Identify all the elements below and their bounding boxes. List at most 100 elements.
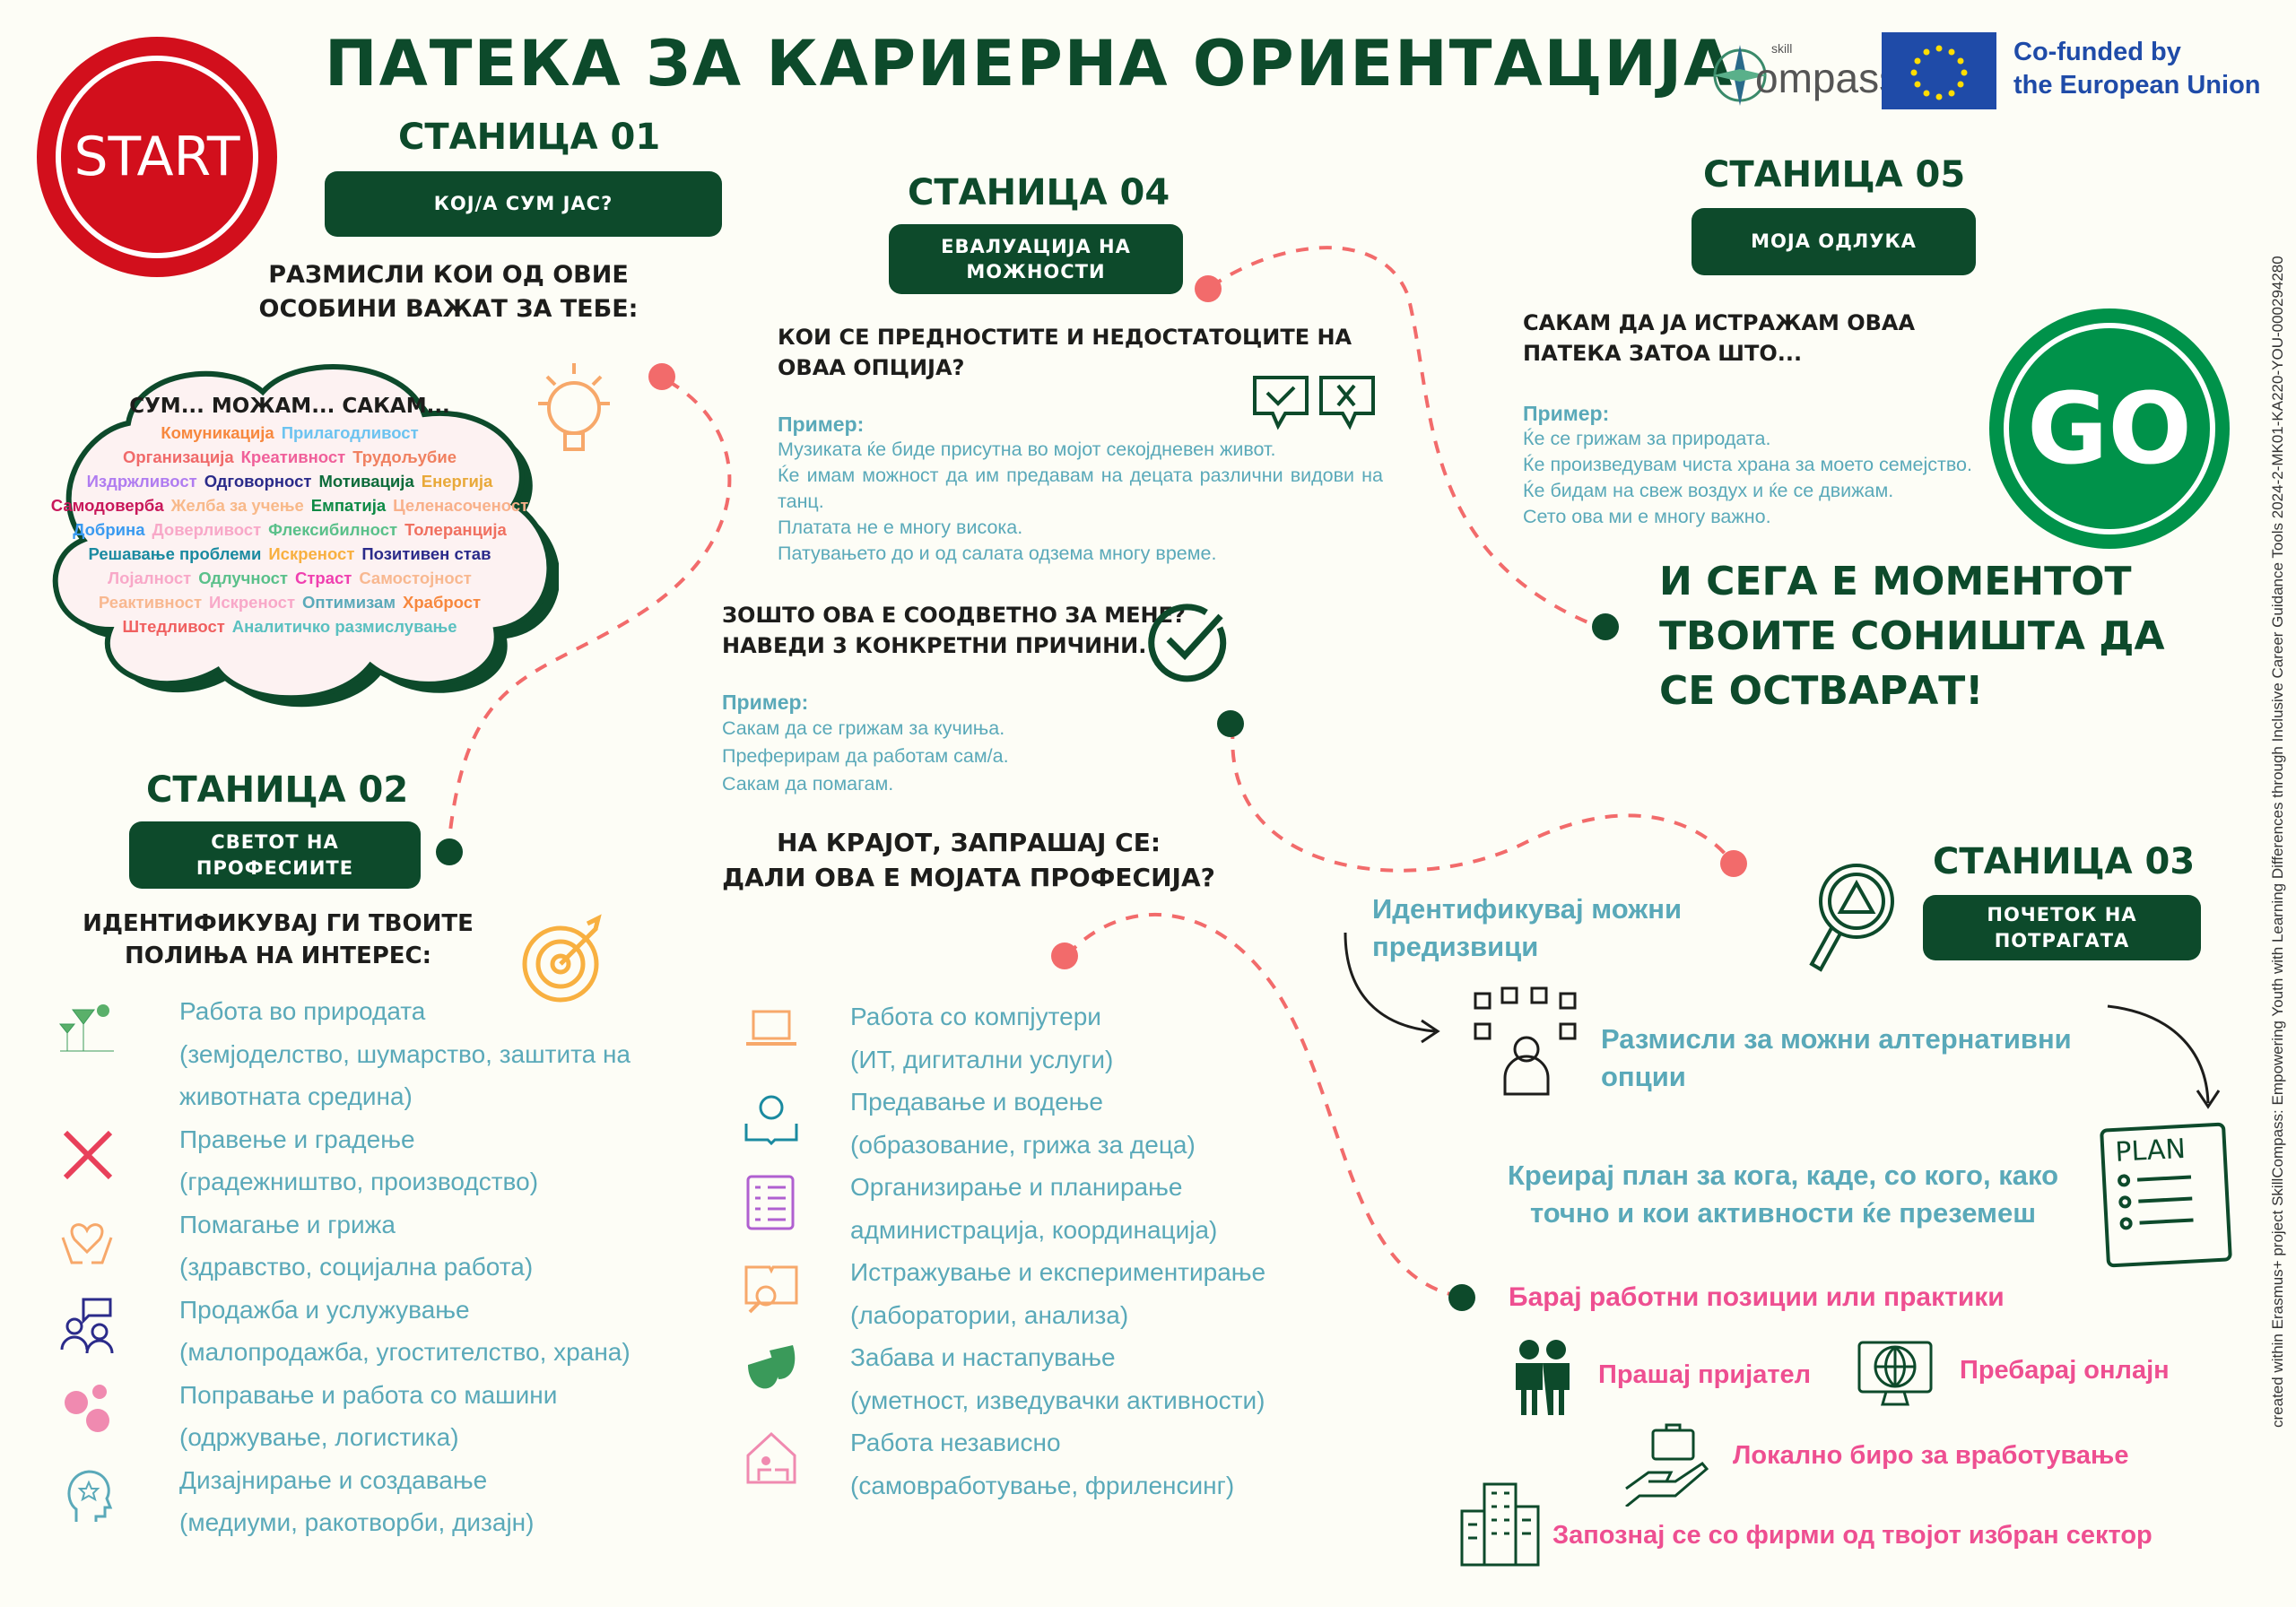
interest-detail: (одржување, логистика) <box>179 1423 459 1451</box>
tools-icon <box>63 1130 113 1179</box>
globe-computer-icon <box>1857 1341 1933 1406</box>
interest-title: Работа независно <box>850 1429 1061 1456</box>
path-dot <box>1720 850 1747 877</box>
interest-item: Истражување и експериментирање(лаборатор… <box>744 1251 1266 1336</box>
interest-list-right: Работа со компјутери(ИТ, дигитални услуг… <box>744 995 1266 1507</box>
station-04-button[interactable]: ЕВАЛУАЦИЈА НА МОЖНОСТИ <box>889 224 1183 294</box>
eu-line2: the European Union <box>2013 71 2261 100</box>
interest-list-left: Работа во природата (земјоделство, шумарс… <box>58 990 631 1544</box>
trait-word: Решавање проблеми <box>88 544 262 563</box>
idea-head-icon <box>67 1469 113 1522</box>
example-line: Сето ова ми е многу важно. <box>1523 506 1771 527</box>
interest-item: Помагање и грижа(здравство, социјална ра… <box>61 1203 631 1289</box>
go-label: GO <box>2004 323 2215 534</box>
check-circle-icon <box>1148 604 1227 682</box>
interest-item: Правење и градење(градежништво, производ… <box>63 1118 631 1203</box>
station-02-button-label: СВЕТОТ НА ПРОФЕСИИТЕ <box>196 831 354 879</box>
path-dot <box>1051 942 1078 969</box>
erasmus-footnote: created within Erasmus+ project SkillCom… <box>2269 256 2286 1428</box>
example-line: Платата не е многу висока. <box>778 517 1023 538</box>
final-question-2: ДАЛИ ОВА Е МОЈАТА ПРОФЕСИЈА? <box>722 863 1215 893</box>
station-02-button[interactable]: СВЕТОТ НА ПРОФЕСИИТЕ <box>129 821 421 889</box>
station-04-example-2: Сакам да се грижам за кучиња. Преферирам … <box>722 715 1009 798</box>
trait-word: Добрина <box>73 520 145 539</box>
interest-item: Работа со компјутери(ИТ, дигитални услуг… <box>746 995 1265 1081</box>
interest-detail: (ИТ, дигитални услуги) <box>850 1045 1114 1073</box>
station-05-button[interactable]: МОЈА ОДЛУКА <box>1692 208 1976 275</box>
station-03-button[interactable]: ПОЧЕТОК НА ПОТРАГАТА <box>1923 895 2201 960</box>
station-01-button[interactable]: КОЈ/А СУМ ЈАС? <box>325 171 722 237</box>
trait-word: Трудољубие <box>352 447 457 466</box>
trait-word: Доверливост <box>152 520 262 539</box>
checklist-icon <box>746 1175 795 1230</box>
plan-icon: PLAN <box>2100 1122 2232 1268</box>
book-magnifier-icon <box>744 1265 798 1314</box>
compass-icon <box>1713 45 1767 106</box>
trait-word: Храброст <box>403 593 482 612</box>
interest-title: Предавање и водење <box>850 1088 1103 1116</box>
interest-item: Работа во природата (земјоделство, шумарс… <box>58 990 631 1118</box>
station-03-button-label: ПОЧЕТОК НА ПОТРАГАТА <box>1987 904 2137 951</box>
interest-detail: (уметност, изведувачки активности) <box>850 1385 1265 1414</box>
dashed-path-3 <box>1231 725 1733 873</box>
interest-item: Продажба и услужување(малопродажба, угос… <box>60 1289 631 1374</box>
station-05-title: СТАНИЦА 05 <box>1703 154 1966 195</box>
interest-detail: животната средина) <box>179 1082 413 1110</box>
interest-item: Работа независно(самовработување, фрилен… <box>746 1421 1265 1507</box>
station-05-example: Ќе се грижам за природата.Ќе произведува… <box>1523 426 2061 530</box>
station-03-title: СТАНИЦА 03 <box>1933 841 2196 882</box>
station-04-button-label: ЕВАЛУАЦИЈА НА МОЖНОСТИ <box>941 235 1131 282</box>
trait-word: Искреност <box>209 593 296 612</box>
path-dot <box>1195 275 1222 302</box>
example-line: И СЕГА Е МОМЕНТОТ <box>1659 559 2132 604</box>
example-line: Сакам да се грижам за кучиња. <box>722 717 1005 739</box>
step-identify-challenges: Идентификувај можни предизвици <box>1372 893 1683 962</box>
trait-word: Одговорност <box>204 472 312 491</box>
interest-title: Работа во природата <box>179 997 426 1025</box>
interest-item: Поправање и работа со машини (одржување, … <box>65 1374 631 1459</box>
interest-detail: (образование, грижа за деца) <box>850 1130 1196 1159</box>
trait-word: Позитивен став <box>361 544 491 563</box>
go-badge: GO <box>1989 308 2230 549</box>
interest-detail: (медиуми, ракотворби, дизајн) <box>179 1508 535 1536</box>
example-line: Патувањето до и од салата одзема многу в… <box>778 543 1217 564</box>
step-alternatives: Размисли за можни алтернативни опции <box>1601 1023 2072 1092</box>
station-04-question-2b: НАВЕДИ 3 КОНКРЕТНИ ПРИЧИНИ. <box>722 632 1147 658</box>
plan-label: PLAN <box>2114 1133 2187 1168</box>
interest-title: Поправање и работа со машини <box>179 1380 558 1409</box>
station-02-prompt-1: ИДЕНТИФИКУВАЈ ГИ ТВОИТЕ <box>83 910 474 937</box>
trait-word: Оптимизам <box>302 593 396 612</box>
interest-title: Продажба и услужување <box>179 1295 470 1324</box>
station-04-title: СТАНИЦА 04 <box>908 172 1170 213</box>
friends-icon <box>1516 1340 1570 1415</box>
page-title: ПАТЕКА ЗА КАРИЕРНА ОРИЕНТАЦИЈА <box>325 27 1735 100</box>
magnifier-warning-icon <box>1809 864 1894 972</box>
people-chat-icon <box>60 1298 114 1353</box>
hand-briefcase-icon <box>1625 1423 1709 1507</box>
thought-cloud <box>52 364 559 708</box>
example-line: Ќе имам можност да им предавам на децата… <box>778 465 1383 512</box>
start-badge: START <box>37 37 277 277</box>
pros-cons-icon <box>1253 376 1375 430</box>
arrow-curve-1 <box>1344 932 1436 1033</box>
interest-item: Предавање и водење (образование, грижа за… <box>744 1081 1265 1166</box>
trait-word: Креативност <box>240 447 346 466</box>
cloud-heading: СУМ... МОЖАМ... САКАМ... <box>129 395 450 418</box>
skillcompass-logo: skill ompass <box>1709 32 1900 113</box>
nature-icon <box>58 1004 114 1052</box>
station-05-example-label: Пример: <box>1523 402 1610 425</box>
interest-title: Истражување и експериментирање <box>850 1258 1266 1286</box>
path-dot <box>1448 1284 1475 1311</box>
example-line: Преферирам да работам сам/а. <box>722 745 1009 767</box>
eu-stars-icon <box>1910 45 1968 100</box>
trait-word: Реактивност <box>98 593 203 612</box>
interest-detail: (земјоделство, шумарство, заштита на <box>179 1039 631 1068</box>
book-bulb-icon <box>744 1095 798 1145</box>
trait-word: Толеранција <box>404 520 507 539</box>
